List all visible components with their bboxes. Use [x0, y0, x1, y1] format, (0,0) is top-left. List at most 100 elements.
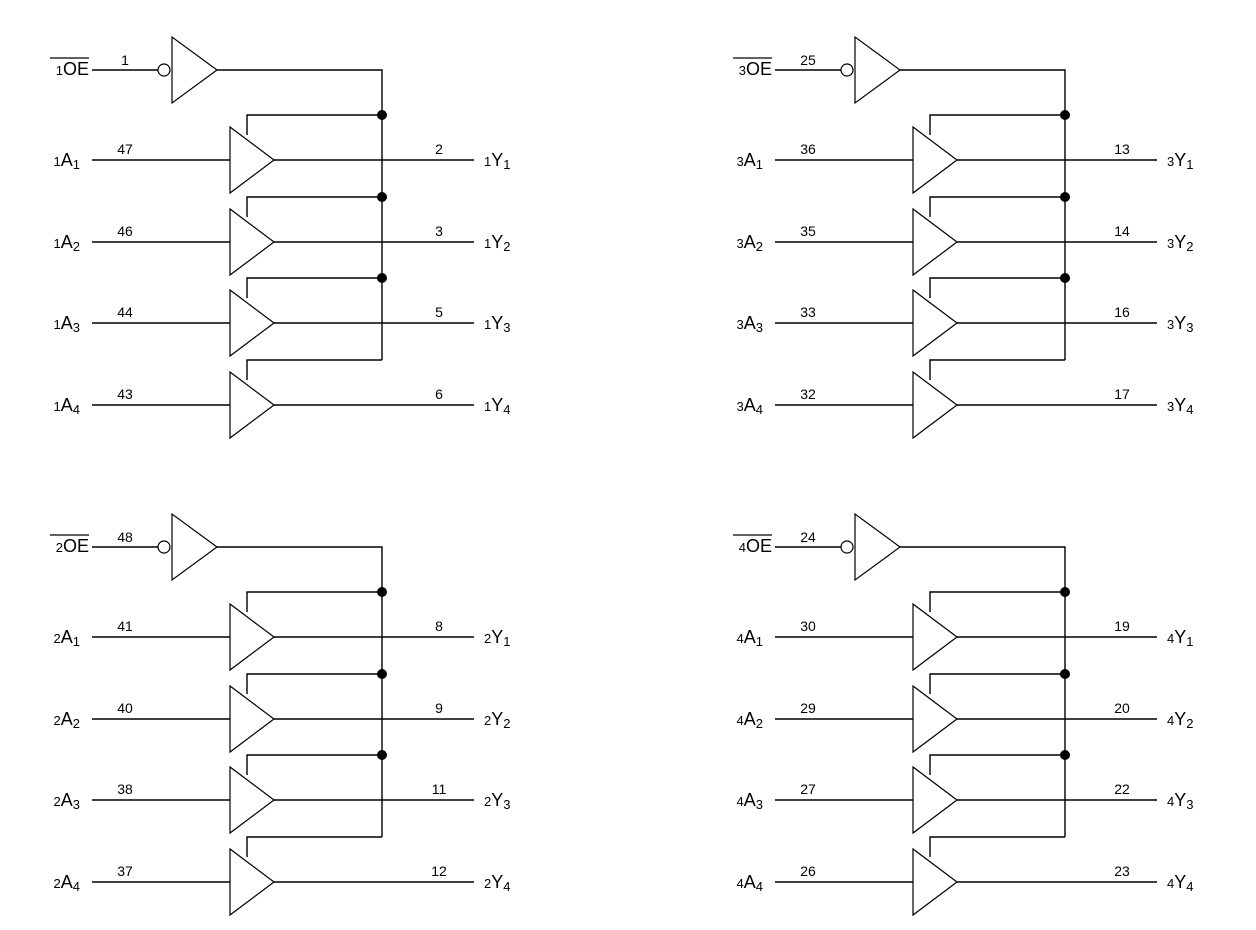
output-label-1Y3: 1Y3: [484, 313, 510, 335]
output-label-2Y1-prefix: 2: [484, 631, 491, 646]
tristate-buffer: [229, 125, 275, 195]
input-pin-number: 32: [800, 386, 816, 402]
input-label-2A1-name: A: [61, 627, 73, 647]
tristate-buffer: [229, 684, 275, 754]
input-label-1A4-name: A: [61, 395, 73, 415]
output-label-2Y4-prefix: 2: [484, 876, 491, 891]
output-pin-number: 8: [435, 618, 443, 634]
input-label-4A1-index: 1: [756, 634, 763, 649]
input-label-2A1-prefix: 2: [54, 631, 61, 646]
output-pin-number: 16: [1114, 304, 1130, 320]
tristate-buffer: [912, 288, 958, 358]
input-label-2A4-name: A: [61, 872, 73, 892]
input-label-1A4-index: 4: [73, 402, 80, 417]
oe-buffer: [171, 35, 219, 105]
oe-label-1: 1OE: [56, 59, 89, 79]
enable-bus: [217, 69, 383, 360]
output-label-2Y2-prefix: 2: [484, 713, 491, 728]
input-pin-number: 46: [117, 223, 133, 239]
tristate-buffer: [912, 847, 958, 917]
enable-tap: [246, 359, 382, 380]
input-label-3A3: 3A3: [737, 313, 763, 335]
output-label-4Y4: 4Y4: [1167, 872, 1193, 894]
input-label-3A3-prefix: 3: [737, 317, 744, 332]
output-label-1Y2-name: Y: [491, 232, 503, 252]
enable-tap: [929, 114, 1065, 135]
output-label-3Y4-prefix: 3: [1167, 399, 1174, 414]
tristate-buffer: [912, 207, 958, 277]
input-label-1A1-name: A: [61, 150, 73, 170]
input-label-2A2: 2A2: [54, 709, 80, 731]
enable-tap: [929, 277, 1065, 298]
input-label-3A1: 3A1: [737, 150, 763, 172]
output-label-4Y1-name: Y: [1174, 627, 1186, 647]
input-label-2A3-name: A: [61, 790, 73, 810]
input-label-3A4-index: 4: [756, 402, 763, 417]
output-label-3Y1-prefix: 3: [1167, 154, 1174, 169]
input-label-2A3-index: 3: [73, 797, 80, 812]
oe-pin-number: 1: [121, 52, 129, 68]
junction-dot: [377, 273, 387, 283]
input-pin-number: 41: [117, 618, 133, 634]
input-label-4A3-prefix: 4: [737, 794, 744, 809]
output-label-3Y3-prefix: 3: [1167, 317, 1174, 332]
enable-tap: [929, 196, 1065, 217]
junction-dot: [1060, 750, 1070, 760]
tristate-buffer: [229, 602, 275, 672]
input-label-3A4-name: A: [744, 395, 756, 415]
output-label-1Y2-prefix: 1: [484, 236, 491, 251]
output-label-1Y1-index: 1: [503, 157, 510, 172]
input-label-3A1-name: A: [744, 150, 756, 170]
enable-tap: [246, 277, 382, 298]
input-label-1A2-prefix: 1: [54, 236, 61, 251]
output-label-3Y2-name: Y: [1174, 232, 1186, 252]
output-label-1Y4: 1Y4: [484, 395, 510, 417]
output-label-4Y2-index: 2: [1186, 716, 1193, 731]
junction-dot: [1060, 110, 1070, 120]
input-label-1A1-prefix: 1: [54, 154, 61, 169]
output-pin-number: 19: [1114, 618, 1130, 634]
input-label-4A2-index: 2: [756, 716, 763, 731]
input-label-1A3: 1A3: [54, 313, 80, 335]
tristate-buffer: [229, 207, 275, 277]
output-pin-number: 11: [432, 781, 447, 797]
input-label-2A3-prefix: 2: [54, 794, 61, 809]
input-label-4A4-name: A: [744, 872, 756, 892]
output-label-4Y3-prefix: 4: [1167, 794, 1174, 809]
input-pin-number: 37: [117, 863, 133, 879]
output-pin-number: 9: [435, 700, 443, 716]
input-pin-number: 43: [117, 386, 133, 402]
input-label-3A2: 3A2: [737, 232, 763, 254]
oe-label-4: 4OE: [739, 536, 772, 556]
output-label-2Y2-name: Y: [491, 709, 503, 729]
input-label-4A1-name: A: [744, 627, 756, 647]
input-label-4A3-index: 3: [756, 797, 763, 812]
oe-buffer: [854, 35, 902, 105]
input-label-1A1: 1A1: [54, 150, 80, 172]
input-pin-number: 35: [800, 223, 816, 239]
output-label-2Y3-name: Y: [491, 790, 503, 810]
tristate-buffer: [229, 847, 275, 917]
input-label-2A1-index: 1: [73, 634, 80, 649]
output-label-3Y1: 3Y1: [1167, 150, 1193, 172]
enable-tap: [929, 754, 1065, 775]
output-label-2Y1-name: Y: [491, 627, 503, 647]
output-label-3Y4: 3Y4: [1167, 395, 1193, 417]
output-label-2Y4-name: Y: [491, 872, 503, 892]
tristate-buffer: [229, 288, 275, 358]
oe-pin-number: 25: [800, 52, 816, 68]
input-label-3A4-prefix: 3: [737, 399, 744, 414]
input-label-2A4: 2A4: [54, 872, 80, 894]
input-label-3A2-name: A: [744, 232, 756, 252]
oe-label-4-prefix: 4: [739, 540, 746, 555]
output-pin-number: 20: [1114, 700, 1130, 716]
input-pin-number: 40: [117, 700, 133, 716]
input-pin-number: 47: [117, 141, 133, 157]
output-label-3Y3-index: 3: [1186, 320, 1193, 335]
input-label-1A1-index: 1: [73, 157, 80, 172]
enable-tap: [246, 196, 382, 217]
output-label-4Y2-prefix: 4: [1167, 713, 1174, 728]
output-label-2Y4: 2Y4: [484, 872, 510, 894]
oe-label-3-name: OE: [746, 59, 772, 79]
input-label-2A4-prefix: 2: [54, 876, 61, 891]
